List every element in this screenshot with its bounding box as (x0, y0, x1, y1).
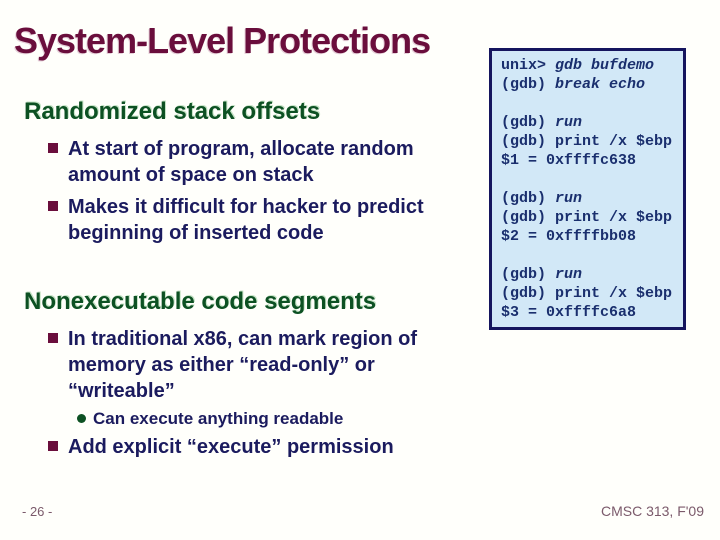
gdb-prompt-text: (gdb) (501, 76, 556, 93)
gdb-prompt-text: (gdb) (501, 114, 556, 131)
gdb-prompt-text: (gdb) print /x $ebp (501, 133, 673, 150)
square-bullet-icon (48, 441, 58, 451)
gdb-session-code-box: unix> gdb bufdemo (gdb) break echo (gdb)… (489, 48, 686, 330)
bullet-list: At start of program, allocate random amo… (48, 136, 484, 246)
gdb-command-text: run (555, 114, 583, 131)
square-bullet-icon (48, 201, 58, 211)
square-bullet-icon (48, 333, 58, 343)
code-line: (gdb) print /x $ebp (501, 132, 683, 151)
gdb-output-text: $2 = 0xffffbb08 (501, 228, 637, 245)
code-line: (gdb) run (501, 189, 683, 208)
bullet-line: In traditional x86, can mark region of (68, 328, 417, 350)
bullet-text: Can execute anything readable (93, 408, 343, 430)
code-line: $1 = 0xffffc638 (501, 151, 683, 170)
bullet-line: memory as either “read-only” or (68, 354, 375, 376)
gdb-prompt-text: (gdb) (501, 266, 556, 283)
code-line-blank (501, 170, 683, 189)
bullet-text: Makes it difficult for hacker to predict… (68, 194, 424, 246)
gdb-prompt-text: unix> (501, 57, 556, 74)
footer-page-number: - 26 - (22, 504, 53, 519)
code-line-blank (501, 246, 683, 265)
section-nonexecutable-code-segments: Nonexecutable code segments In tradition… (24, 288, 484, 466)
bullet-text: Add explicit “execute” permission (68, 434, 394, 460)
code-line: (gdb) print /x $ebp (501, 284, 683, 303)
code-line: (gdb) run (501, 265, 683, 284)
code-line: $3 = 0xffffc6a8 (501, 303, 683, 322)
bullet-line: amount of space on stack (68, 164, 314, 186)
bullet-item: Add explicit “execute” permission (48, 434, 484, 460)
gdb-output-text: $3 = 0xffffc6a8 (501, 304, 637, 321)
gdb-prompt-text: (gdb) print /x $ebp (501, 285, 673, 302)
footer-course-label: CMSC 313, F'09 (600, 503, 704, 519)
code-line: (gdb) run (501, 113, 683, 132)
gdb-command-text: break echo (555, 76, 646, 93)
gdb-command-text: run (555, 190, 583, 207)
bullet-text: In traditional x86, can mark region of m… (68, 326, 417, 404)
section-heading: Nonexecutable code segments (24, 288, 377, 315)
bullet-line: Add explicit “execute” permission (68, 436, 394, 458)
gdb-command-text: gdb bufdemo (555, 57, 655, 74)
code-line: (gdb) print /x $ebp (501, 208, 683, 227)
code-line-blank (501, 94, 683, 113)
code-line: $2 = 0xffffbb08 (501, 227, 683, 246)
bullet-line: At start of program, allocate random (68, 138, 414, 160)
bullet-line: beginning of inserted code (68, 222, 324, 244)
section-heading: Randomized stack offsets (24, 98, 321, 125)
gdb-command-text: run (555, 266, 583, 283)
gdb-prompt-text: (gdb) print /x $ebp (501, 209, 673, 226)
bullet-line: Can execute anything readable (93, 409, 344, 428)
code-line: unix> gdb bufdemo (501, 56, 683, 75)
section-randomized-stack-offsets: Randomized stack offsets At start of pro… (24, 98, 484, 252)
bullet-text: At start of program, allocate random amo… (68, 136, 414, 188)
circle-bullet-icon (77, 414, 86, 423)
bullet-line: “writeable” (68, 380, 175, 402)
bullet-item: In traditional x86, can mark region of m… (48, 326, 484, 404)
gdb-output-text: $1 = 0xffffc638 (501, 152, 637, 169)
square-bullet-icon (48, 143, 58, 153)
sub-bullet-item: Can execute anything readable (77, 408, 484, 430)
bullet-item: Makes it difficult for hacker to predict… (48, 194, 484, 246)
bullet-item: At start of program, allocate random amo… (48, 136, 484, 188)
bullet-list: In traditional x86, can mark region of m… (48, 326, 484, 460)
code-line: (gdb) break echo (501, 75, 683, 94)
slide-title: System-Level Protections (14, 20, 431, 61)
bullet-line: Makes it difficult for hacker to predict (68, 196, 424, 218)
gdb-prompt-text: (gdb) (501, 190, 556, 207)
